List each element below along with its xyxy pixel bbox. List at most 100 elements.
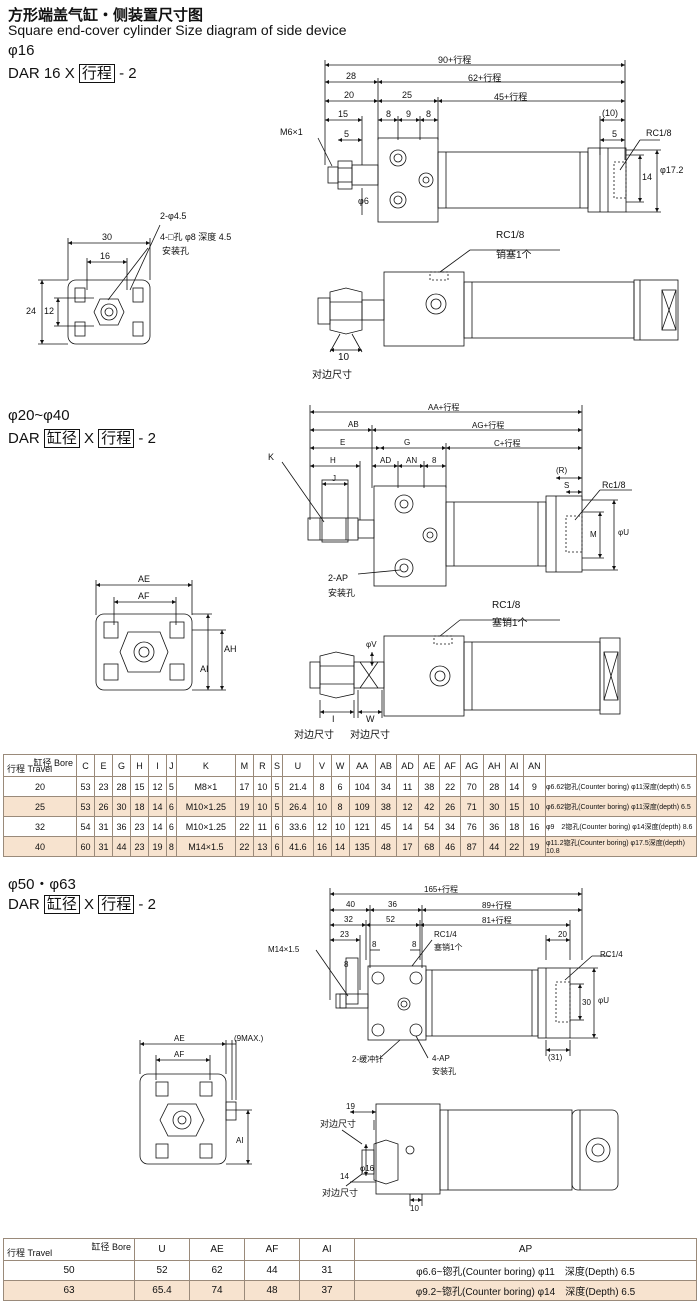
table-cell: 15 xyxy=(130,776,149,797)
table-cell: 36 xyxy=(482,816,506,837)
sec50-af: AF xyxy=(174,1050,185,1059)
sec20-side-view xyxy=(281,405,632,587)
sec20-end-view xyxy=(95,580,226,691)
sec50-14: 14 xyxy=(340,1172,349,1181)
table-cell: 68 xyxy=(418,836,441,857)
sec50-23: 23 xyxy=(340,930,349,939)
table2-col: AF xyxy=(244,1238,300,1261)
sec20-ab: AB xyxy=(348,420,359,429)
sec50-model: DAR 缸径 X 行程 - 2 xyxy=(8,893,156,914)
table-cell: M14×1.5 xyxy=(175,836,236,857)
table-cell: 62 xyxy=(189,1260,245,1281)
sec50-ae: AE xyxy=(174,1034,185,1043)
table-row: 32 54 31 36 23 14 6 M10×1.25 22 11 6 33.… xyxy=(3,816,697,837)
table-cell: 34 xyxy=(439,816,461,837)
sec20-u: φU xyxy=(618,528,629,537)
sec20-model: DAR 缸径 X 行程 - 2 xyxy=(8,427,156,448)
table2-hdr-travel: 行程 Travel xyxy=(7,1248,53,1258)
sec16-side-view xyxy=(317,60,661,223)
table-cell: 74 xyxy=(189,1280,245,1301)
table-cell: 52 xyxy=(134,1260,190,1281)
table1-bore: 25 xyxy=(3,796,77,817)
sec16-top-view xyxy=(317,249,679,353)
sec20-rc2: RC1/8 xyxy=(492,600,521,611)
table2-corner: 缸径 Bore 行程 Travel xyxy=(3,1238,135,1261)
sec20-an: AN xyxy=(406,456,418,465)
table2-header-row: 缸径 Bore 行程 Travel U AE AF AI AP xyxy=(3,1238,697,1261)
table2-col: AI xyxy=(299,1238,355,1261)
table-cell: 30 xyxy=(482,796,506,817)
sec16-bore: φ16 xyxy=(8,42,35,59)
sec20-r: (R) xyxy=(556,466,568,475)
table-cell: 18 xyxy=(504,816,524,837)
table1-col: V xyxy=(312,754,332,777)
table2-bore: 50 xyxy=(3,1260,135,1281)
table-cell: 10 xyxy=(252,796,272,817)
sec50-rc14b: RC1/4 xyxy=(600,950,623,959)
sec16-model-box: 行程 xyxy=(78,64,115,83)
sec20-v: φV xyxy=(366,640,377,649)
table-cell: 18 xyxy=(130,796,149,817)
sec16-dim-30: 30 xyxy=(102,232,113,242)
sec16-dim-14: 14 xyxy=(642,172,653,182)
table1-hdr-travel: 行程 Travel xyxy=(7,764,53,774)
table-row: 40 60 31 44 23 19 8 M14×1.5 22 13 6 41.6… xyxy=(3,836,697,857)
table1-col: M xyxy=(234,754,254,777)
sec20-model-suffix: - 2 xyxy=(138,430,156,447)
sec20-model-box2: 行程 xyxy=(98,429,135,448)
sec16-dim-25: 25 xyxy=(402,90,413,100)
sec50-36: 36 xyxy=(388,900,397,909)
table-cell: 42 xyxy=(418,796,441,817)
sec16-dim-62: 62+行程 xyxy=(468,73,502,83)
table1-col: H xyxy=(130,754,149,777)
sec16-model: DAR 16 X 行程 - 2 xyxy=(8,62,137,83)
sec50-ap: 4-AP xyxy=(432,1054,450,1063)
sec50-max9: (9MAX.) xyxy=(234,1034,264,1043)
table-cell: 34 xyxy=(374,776,398,797)
sec16-dim-20: 20 xyxy=(344,90,355,100)
sec16-dim-90: 90+行程 xyxy=(438,55,472,65)
table1-col: E xyxy=(94,754,113,777)
table-cell: 5 xyxy=(270,776,284,797)
table-cell: 10 xyxy=(330,816,350,837)
table1-col: S xyxy=(270,754,284,777)
sec20-w: W xyxy=(366,714,375,724)
sec50-buffer: 2-缓冲针 xyxy=(352,1055,384,1064)
table-cell: 15 xyxy=(504,796,524,817)
sec50-model-box2: 行程 xyxy=(98,895,135,914)
table-cell: 6 xyxy=(330,776,350,797)
sec50-m14: M14×1.5 xyxy=(268,945,300,954)
spec-table-1: 缸径 Bore 行程 Travel C E G H I J K M R S U … xyxy=(3,754,697,857)
table-cell: 19 xyxy=(234,796,254,817)
table-cell-ap: φ9 2锪孔(Counter boring) φ14深度(depth) 8.6 xyxy=(545,816,697,837)
table-cell: 38 xyxy=(418,776,441,797)
sec16-dim-5b: 5 xyxy=(612,129,618,139)
table-cell: 14 xyxy=(396,816,420,837)
table-cell: 6 xyxy=(166,816,177,837)
table-cell: 65.4 xyxy=(134,1280,190,1301)
sec50-bore: φ50・φ63 xyxy=(8,876,76,893)
table-cell: M10×1.25 xyxy=(175,796,236,817)
sec20-ai: AI xyxy=(200,664,209,674)
table-cell: 53 xyxy=(76,796,95,817)
sec50-40: 40 xyxy=(346,900,355,909)
table1-col: U xyxy=(282,754,314,777)
sec50-20: 20 xyxy=(558,930,567,939)
table-row: 50 52 62 44 31 φ6.6~锪孔(Counter boring) φ… xyxy=(3,1260,697,1281)
sec50-165: 165+行程 xyxy=(424,885,459,894)
table-cell: 9 xyxy=(522,776,547,797)
table-cell: 22 xyxy=(234,836,254,857)
table-cell: 14 xyxy=(148,816,167,837)
sec16-dim-phi45: 2-φ4.5 xyxy=(160,211,187,221)
table2-bore: 63 xyxy=(3,1280,135,1301)
sec20-j: J xyxy=(332,474,336,483)
table2-col: U xyxy=(134,1238,190,1261)
table-cell: 121 xyxy=(348,816,376,837)
sec50-31: (31) xyxy=(548,1053,563,1062)
table-cell: 23 xyxy=(130,816,149,837)
table1-col: AA xyxy=(348,754,376,777)
table2-col: AE xyxy=(189,1238,245,1261)
sec50-side-view xyxy=(315,888,610,1059)
table-cell: 12 xyxy=(396,796,420,817)
table1-col: I xyxy=(148,754,167,777)
